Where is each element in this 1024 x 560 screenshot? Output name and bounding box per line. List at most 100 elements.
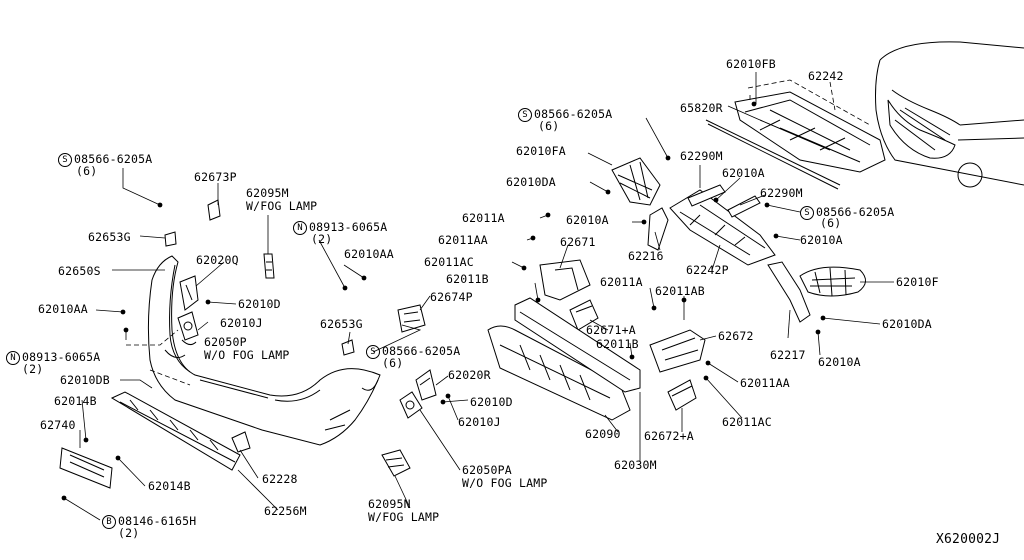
label-08146-qty: (2) — [118, 526, 140, 540]
label-62674p: 62674P — [430, 290, 473, 304]
label-62010da-a: 62010DA — [506, 175, 556, 189]
label-62011b-a: 62011B — [446, 272, 489, 286]
n-symbol-icon: N — [6, 351, 20, 365]
label-62740: 62740 — [40, 418, 76, 432]
label-08566-left-qty: (6) — [76, 164, 98, 178]
label-62095m: 62095M — [246, 186, 289, 200]
label-62050p-note: W/O FOG LAMP — [204, 348, 290, 362]
vehicle-front-view — [875, 41, 1024, 188]
label-62672: 62672 — [718, 329, 754, 343]
label-08913-top-qty: (2) — [311, 232, 333, 246]
label-62010a-d: 62010A — [818, 355, 861, 369]
s-symbol-icon: S — [366, 345, 380, 359]
label-62010a-c: 62010A — [800, 233, 843, 247]
label-08566-mid-qty: (6) — [382, 356, 404, 370]
diagram-id: X620002J — [936, 532, 1001, 547]
bumper-bracket-62671 — [539, 259, 591, 301]
label-62011b-b: 62011B — [596, 337, 639, 351]
s-symbol-icon: S — [58, 153, 72, 167]
label-62011aa-b: 62011AA — [740, 376, 790, 390]
label-62011ac-a: 62011AC — [424, 255, 474, 269]
label-62014b-b: 62014B — [148, 479, 191, 493]
label-62653g-a: 62653G — [88, 230, 131, 244]
label-62242: 62242 — [808, 69, 844, 83]
engine-undercover-62242 — [734, 79, 886, 173]
cover-62228 — [231, 431, 251, 453]
label-62011aa-a: 62011AA — [438, 233, 488, 247]
bracket-62672A — [667, 379, 697, 411]
bracket-62672 — [649, 329, 706, 373]
label-62290m-b: 62290M — [760, 186, 803, 200]
label-62010aa-a: 62010AA — [344, 247, 394, 261]
label-62014b-a: 62014B — [54, 394, 97, 408]
fog-lamp-finisher-62020R — [415, 369, 437, 401]
label-62011ab: 62011AB — [655, 284, 705, 298]
label-62010aa-b: 62010AA — [38, 302, 88, 316]
upper-grille-62010FA — [611, 157, 661, 206]
b-symbol-icon: B — [102, 515, 116, 529]
fog-lamp-bracket-62050P — [177, 311, 199, 341]
bracket-62290M — [687, 184, 761, 218]
label-62011a-b: 62011A — [600, 275, 643, 289]
label-62242p: 62242P — [686, 263, 729, 277]
label-62650s: 62650S — [58, 264, 101, 278]
harness-62095M — [263, 253, 275, 279]
bracket-62673P — [207, 199, 221, 221]
fog-grille-62010F — [799, 266, 866, 297]
bumper-reinforcement-62030M — [514, 297, 641, 393]
label-62671a: 62671+A — [586, 323, 636, 337]
label-62050p: 62050P — [204, 335, 247, 349]
label-62653g-b: 62653G — [320, 317, 363, 331]
fog-lamp-finisher-62020Q — [179, 275, 199, 311]
label-62010db: 62010DB — [60, 373, 110, 387]
front-bumper-fascia-62022 — [147, 255, 381, 446]
label-62672a: 62672+A — [644, 429, 694, 443]
label-62256m: 62256M — [264, 504, 307, 518]
label-62010j-a: 62010J — [220, 316, 263, 330]
reinforcement-62242P — [669, 189, 776, 266]
bracket-62216 — [647, 207, 669, 251]
label-62217: 62217 — [770, 348, 806, 362]
label-08566-right-qty: (6) — [820, 216, 842, 230]
label-08913-left-qty: (2) — [22, 362, 44, 376]
label-65820r: 65820R — [680, 101, 723, 115]
label-62673p: 62673P — [194, 170, 237, 184]
label-62020r: 62020R — [448, 368, 491, 382]
leader-lines — [63, 72, 894, 521]
label-62050pa-note: W/O FOG LAMP — [462, 476, 548, 490]
lower-grille-62256M — [110, 391, 241, 471]
label-62228: 62228 — [262, 472, 298, 486]
label-62010d-b: 62010D — [470, 395, 513, 409]
harness-62095N — [381, 449, 411, 477]
n-symbol-icon: N — [293, 221, 307, 235]
label-62030m: 62030M — [614, 458, 657, 472]
s-symbol-icon: S — [800, 206, 814, 220]
label-62095n-note: W/FOG LAMP — [368, 510, 440, 524]
label-62095m-note: W/FOG LAMP — [246, 199, 318, 213]
bracket-62671A — [569, 299, 599, 331]
label-62020q: 62020Q — [196, 253, 239, 267]
label-08566-top-qty: (6) — [538, 119, 560, 133]
label-62011ac-b: 62011AC — [722, 415, 772, 429]
label-62290m-a: 62290M — [680, 149, 723, 163]
label-62011a-a: 62011A — [462, 211, 505, 225]
label-62010d-a: 62010D — [238, 297, 281, 311]
label-62010fa: 62010FA — [516, 144, 566, 158]
label-62010j-b: 62010J — [458, 415, 501, 429]
s-symbol-icon: S — [518, 108, 532, 122]
label-62216: 62216 — [628, 249, 664, 263]
label-62010fb: 62010FB — [726, 57, 776, 71]
label-62010f: 62010F — [896, 275, 939, 289]
fog-lamp-bracket-62050PA — [399, 391, 423, 419]
label-62671: 62671 — [560, 235, 596, 249]
label-62095n: 62095N — [368, 497, 411, 511]
